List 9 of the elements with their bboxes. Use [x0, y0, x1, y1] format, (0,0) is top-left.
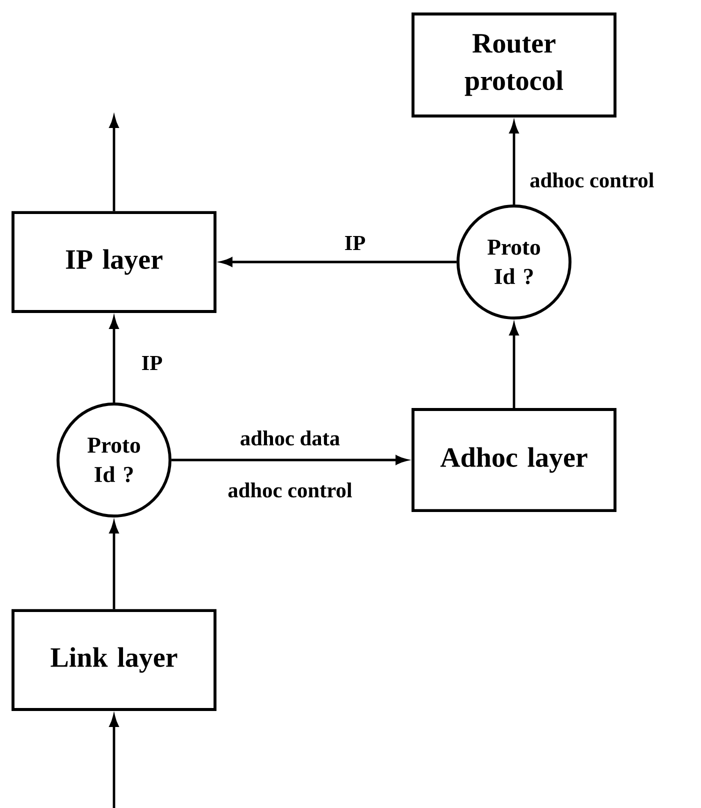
layer-box: Adhoc layer [412, 408, 616, 512]
layer-box: IP layer [12, 211, 216, 313]
layer-box: Link layer [12, 609, 216, 711]
edge-label: IP [140, 354, 164, 372]
edge-label: IP [343, 234, 367, 252]
edge-label: adhoc data [238, 429, 342, 447]
line-label: adhoc control [226, 481, 354, 499]
edge-label: adhoc control [528, 171, 656, 189]
layer-box: Router protocol [412, 12, 616, 118]
